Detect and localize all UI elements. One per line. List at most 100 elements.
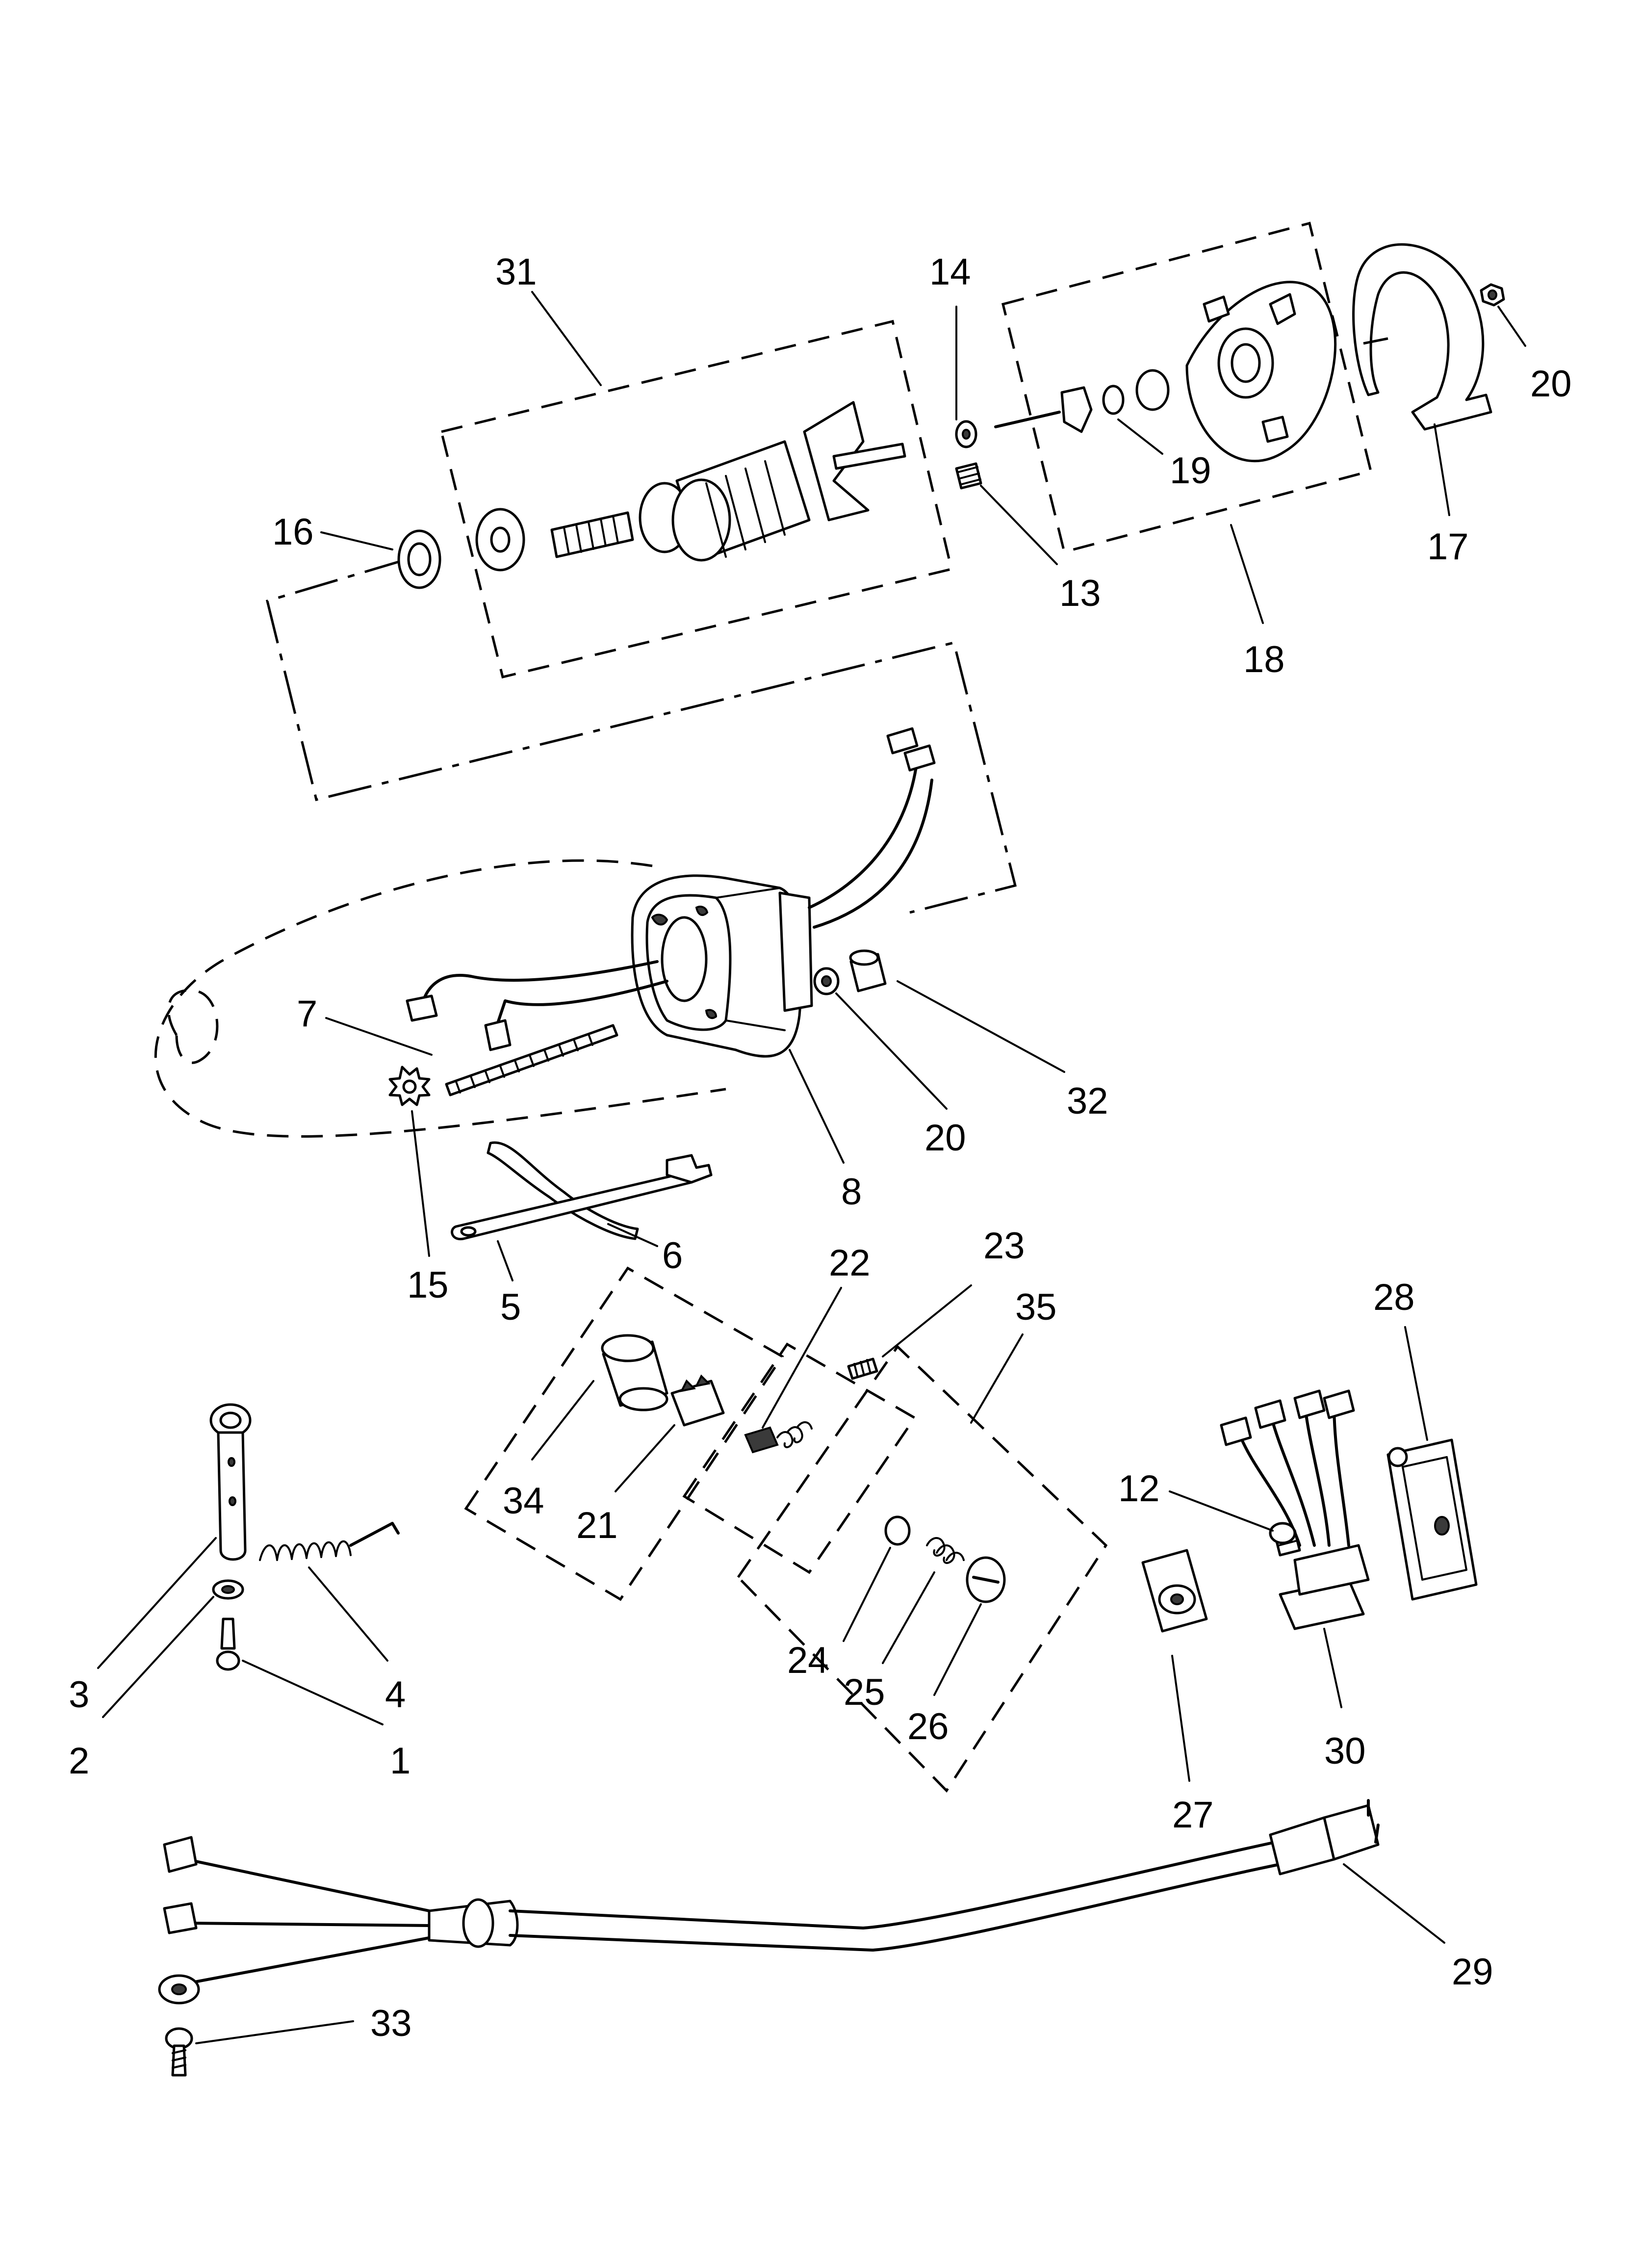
callout-16: 16 xyxy=(272,511,314,553)
part-32-bushing xyxy=(849,949,887,992)
part-8-lead-wires xyxy=(406,727,936,1051)
part-14-washer xyxy=(955,420,977,448)
part-7-screw xyxy=(445,1024,618,1096)
callout-17: 17 xyxy=(1427,526,1469,568)
part-28-switch-plate xyxy=(1386,1438,1478,1601)
part-12-screw xyxy=(1269,1522,1301,1557)
group-outline-31 xyxy=(439,319,953,679)
leader-5 xyxy=(497,1240,513,1281)
part-4-spring xyxy=(259,1522,400,1561)
callout-14: 14 xyxy=(929,251,971,293)
callout-5: 5 xyxy=(500,1286,521,1328)
alignment-chain-line xyxy=(266,558,1017,914)
callout-20: 20 xyxy=(1530,363,1572,405)
callout-26: 26 xyxy=(907,1706,949,1747)
part-5-bracket-bar xyxy=(451,1154,713,1241)
leader-27 xyxy=(1171,1655,1190,1782)
leader-18 xyxy=(1230,524,1264,624)
group-outline-brush-holder xyxy=(464,1266,784,1601)
leader-7 xyxy=(325,1017,433,1056)
callout-8: 8 xyxy=(841,1171,862,1213)
part-2-washer xyxy=(212,1579,244,1600)
part-21-brush-holder xyxy=(670,1374,725,1427)
part-27-bracket xyxy=(1141,1549,1208,1633)
part-16-bearing xyxy=(397,529,441,589)
callout-30: 30 xyxy=(1324,1730,1366,1772)
leader-16 xyxy=(320,531,393,550)
callout-27: 27 xyxy=(1172,1794,1214,1836)
part-6-strap xyxy=(487,1141,639,1240)
part-30-terminal-block xyxy=(1220,1389,1370,1630)
leader-3 xyxy=(97,1537,217,1669)
part-31-armature xyxy=(475,401,906,572)
callout-18: 18 xyxy=(1243,639,1285,680)
leader-29 xyxy=(1343,1863,1445,1944)
callout-12: 12 xyxy=(1118,1468,1160,1510)
part-15-lock-washer xyxy=(388,1066,431,1106)
part-1-screw xyxy=(216,1617,240,1671)
part-20-nut-side xyxy=(813,967,840,995)
leader-23 xyxy=(882,1284,972,1357)
part-20-nut-top xyxy=(1480,283,1505,307)
callout-33: 33 xyxy=(370,2003,412,2044)
leader-26 xyxy=(933,1603,982,1696)
callout-labels: 31 14 20 16 13 19 17 18 7 20 32 8 15 6 5… xyxy=(69,251,1572,2044)
part-23-spring-small xyxy=(847,1357,878,1380)
callout-22: 22 xyxy=(829,1242,871,1284)
leader-25 xyxy=(882,1571,935,1664)
part-18-end-frame xyxy=(994,281,1337,463)
part-24-brush-cap xyxy=(884,1515,911,1546)
leader-22 xyxy=(762,1287,842,1429)
callout-32: 32 xyxy=(1067,1080,1108,1122)
callout-21: 21 xyxy=(576,1505,618,1546)
callout-28: 28 xyxy=(1373,1277,1415,1318)
leader-24 xyxy=(843,1547,891,1642)
callout-34: 34 xyxy=(503,1480,544,1522)
group-outline-22 xyxy=(682,1342,917,1574)
callout-3: 3 xyxy=(69,1674,89,1716)
leader-19 xyxy=(1117,418,1163,455)
leader-4 xyxy=(308,1566,388,1662)
callout-15: 15 xyxy=(407,1264,449,1306)
callout-29: 29 xyxy=(1452,1951,1493,1993)
group-outline-35 xyxy=(736,1345,1108,1793)
part-33-screw xyxy=(165,2027,193,2077)
callout-31: 31 xyxy=(495,251,537,293)
part-22-brush xyxy=(744,1421,813,1454)
callout-4: 4 xyxy=(385,1674,406,1716)
leader-20-side xyxy=(835,992,948,1110)
group-outline-18 xyxy=(1001,221,1373,554)
callout-2: 2 xyxy=(69,1740,89,1782)
part-34-brush-sleeve xyxy=(601,1334,668,1411)
part-8-housing-outline xyxy=(154,859,726,1138)
leader-15 xyxy=(411,1110,430,1257)
leader-35 xyxy=(970,1333,1024,1424)
leader-20-top xyxy=(1497,306,1526,347)
leader-2 xyxy=(102,1596,214,1718)
leader-28 xyxy=(1404,1326,1428,1441)
leader-31 xyxy=(531,291,602,386)
leader-1 xyxy=(242,1660,384,1725)
callout-35: 35 xyxy=(1015,1286,1057,1328)
leader-8 xyxy=(789,1049,845,1164)
part-8-field-stator xyxy=(631,874,813,1058)
part-3-lever xyxy=(209,1403,252,1561)
callout-7: 7 xyxy=(297,993,317,1035)
callout-24: 24 xyxy=(787,1640,829,1681)
leader-6 xyxy=(607,1223,658,1247)
leader-33 xyxy=(195,2020,354,2044)
part-26-brush-cap-screw xyxy=(966,1556,1006,1603)
part-29-power-cord xyxy=(158,1799,1380,2005)
leader-12 xyxy=(1169,1490,1274,1532)
part-13-screw xyxy=(955,462,982,490)
callout-20: 20 xyxy=(924,1117,966,1159)
callout-6: 6 xyxy=(662,1235,683,1277)
leader-34 xyxy=(531,1380,594,1460)
part-17-bracket xyxy=(1352,243,1492,431)
leader-32 xyxy=(897,980,1065,1073)
leader-13 xyxy=(980,485,1058,565)
leader-lines xyxy=(97,291,1526,2044)
callout-23: 23 xyxy=(983,1225,1025,1267)
leader-21 xyxy=(615,1424,675,1492)
